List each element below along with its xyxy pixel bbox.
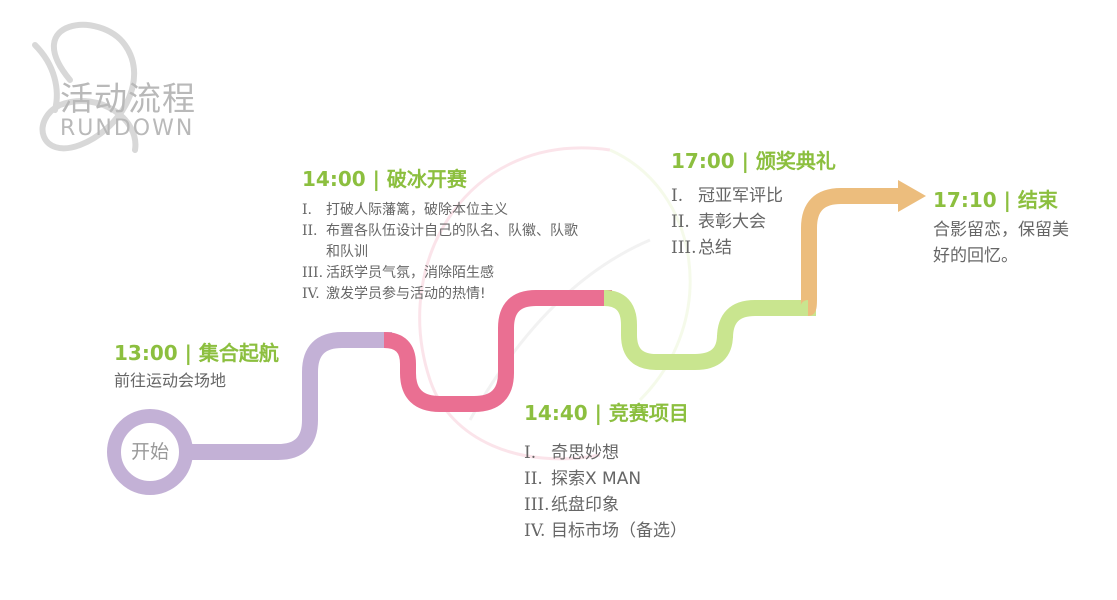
stage-2-list: I.打破人际藩篱，破除本位主义 II.布置各队伍设计自己的队名、队徽、队歌和队训…: [302, 200, 587, 305]
list-item: I.打破人际藩篱，破除本位主义: [302, 202, 508, 218]
list-item: IV.激发学员参与活动的热情!: [302, 286, 486, 302]
list-item: II.探索X MAN: [524, 469, 642, 489]
stage-5: 17:10 | 结束 合影留恋，保留美好的回忆。: [933, 184, 1083, 269]
path-segment-purple: [186, 332, 392, 460]
path-segment-lightgreen: [603, 290, 816, 370]
stage-1-title: 13:00 | 集合起航: [114, 341, 279, 365]
list-item: III.总结: [671, 238, 732, 258]
stage-3-list: I.奇思妙想 II.探索X MAN III.纸盘印象 IV.目标市场（备选）: [524, 440, 689, 544]
arrow-head-icon: [898, 180, 926, 212]
stage-2: 14:00 | 破冰开赛 I.打破人际藩篱，破除本位主义 II.布置各队伍设计自…: [302, 163, 587, 305]
list-item: I.奇思妙想: [524, 443, 619, 463]
stage-2-title: 14:00 | 破冰开赛: [302, 167, 467, 191]
logo-title-en: RUNDOWN: [60, 116, 195, 141]
stage-5-desc: 合影留恋，保留美好的回忆。: [933, 220, 1069, 266]
logo-title-cn: 活动流程: [60, 79, 196, 118]
logo-swirl-icon: [32, 21, 139, 153]
stage-1: 13:00 | 集合起航 前往运动会场地: [114, 337, 279, 393]
list-item: III.纸盘印象: [524, 495, 619, 515]
path-segment-pink: [383, 290, 612, 412]
path-segment-orange: [800, 188, 906, 316]
list-item: I.冠亚军评比: [671, 186, 783, 206]
list-item: III.活跃学员气氛，消除陌生感: [302, 265, 494, 281]
start-label: 开始: [130, 441, 169, 463]
list-item: IV.目标市场（备选）: [524, 521, 687, 541]
stage-3-title: 14:40 | 竞赛项目: [524, 401, 689, 425]
list-item: II.表彰大会: [671, 212, 766, 232]
stage-4: 17:00 | 颁奖典礼 I.冠亚军评比 II.表彰大会 III.总结: [671, 145, 836, 261]
stage-4-list: I.冠亚军评比 II.表彰大会 III.总结: [671, 183, 836, 261]
stage-1-desc: 前往运动会场地: [114, 371, 227, 390]
stage-5-title: 17:10 | 结束: [933, 188, 1058, 212]
list-item: II.布置各队伍设计自己的队名、队徽、队歌和队训: [302, 223, 578, 260]
stage-3: 14:40 | 竞赛项目 I.奇思妙想 II.探索X MAN III.纸盘印象 …: [524, 397, 689, 544]
stage-4-title: 17:00 | 颁奖典礼: [671, 149, 836, 173]
